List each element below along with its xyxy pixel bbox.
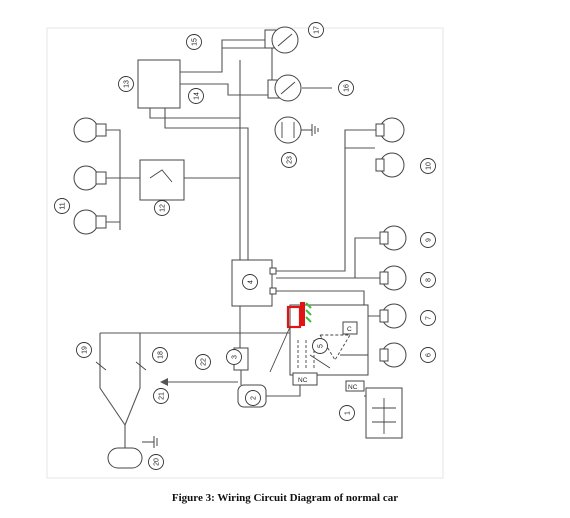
component-label-20: 20 — [148, 454, 164, 470]
wire-to-lamp-7 — [276, 290, 382, 317]
arrow-head — [160, 378, 168, 386]
component-label-18: 18 — [152, 347, 168, 363]
wire-to-lamp-10 — [276, 147, 375, 272]
component-label-15: 15 — [186, 34, 202, 50]
wire-to-horn-bottom — [180, 83, 268, 96]
highlight-green — [305, 302, 312, 323]
component-label-12: 12 — [154, 200, 170, 216]
component-label-2: 2 — [245, 390, 261, 406]
svg-text:18: 18 — [158, 351, 165, 359]
component-label-16: 16 — [338, 80, 354, 96]
component-label-9: 9 — [420, 232, 436, 248]
horn-17 — [264, 26, 299, 54]
svg-text:11: 11 — [60, 202, 67, 209]
component-label-10: 10 — [420, 158, 436, 174]
svg-text:20: 20 — [154, 458, 161, 466]
component-label-14: 14 — [188, 88, 204, 104]
component-label-23: 23 — [281, 152, 297, 168]
box-nc-left — [292, 372, 318, 386]
svg-text:23: 23 — [287, 156, 294, 164]
svg-text:4: 4 — [248, 280, 255, 284]
relay-box-top — [137, 59, 181, 109]
wire-left-lamps — [106, 129, 140, 230]
svg-text:5: 5 — [318, 344, 325, 348]
component-label-8: 8 — [420, 272, 436, 288]
lamp-6 — [379, 342, 407, 368]
svg-text:9: 9 — [426, 238, 433, 242]
svg-text:3: 3 — [232, 355, 239, 359]
sensor-probe — [269, 326, 291, 373]
component-label-5: 5 — [312, 338, 328, 354]
lamp-10 — [375, 117, 405, 178]
svg-text:7: 7 — [426, 316, 433, 320]
component-label-21: 21 — [153, 388, 169, 404]
wire-horn-link — [222, 47, 273, 88]
svg-text:21: 21 — [159, 392, 166, 400]
component-label-1: 1 — [339, 405, 355, 421]
switch-18-line — [124, 333, 141, 426]
svg-text:1: 1 — [345, 411, 352, 415]
lamp-7 — [379, 303, 407, 329]
component-label-17: 17 — [308, 22, 324, 38]
component-label-11: 11 — [54, 198, 70, 214]
lamp-cluster-11 — [73, 117, 107, 235]
switch-19-line — [99, 333, 126, 426]
svg-text:8: 8 — [426, 278, 433, 282]
svg-text:2: 2 — [251, 396, 258, 400]
component-label-13: 13 — [118, 76, 134, 92]
wire-to-lamp-9 — [276, 237, 382, 279]
component-label-19: 19 — [76, 342, 92, 358]
component-label-6: 6 — [420, 347, 436, 363]
svg-text:12: 12 — [160, 204, 167, 212]
label-nc-left: NC — [298, 377, 308, 384]
svg-text:19: 19 — [82, 346, 89, 354]
scan-frame — [46, 27, 444, 479]
horn-16 — [267, 74, 302, 102]
relay-links — [309, 354, 368, 369]
switch-12-contact — [149, 169, 173, 183]
svg-text:10: 10 — [426, 162, 433, 170]
svg-text:13: 13 — [124, 80, 131, 88]
svg-text:14: 14 — [194, 92, 201, 100]
lamp-8 — [379, 265, 407, 291]
lamp-9 — [379, 225, 407, 251]
svg-text:6: 6 — [426, 353, 433, 357]
component-label-22: 22 — [195, 354, 211, 370]
figure-caption: Figure 3: Wiring Circuit Diagram of norm… — [171, 492, 399, 504]
highlight-red-bar — [300, 302, 305, 326]
label-c: C — [347, 326, 352, 333]
label-nc-right: NC — [348, 384, 358, 391]
switch-12 — [139, 159, 185, 201]
wire-relay-to-box — [149, 108, 241, 260]
svg-text:16: 16 — [344, 84, 351, 92]
box-nc-right — [345, 380, 365, 392]
component-label-7: 7 — [420, 310, 436, 326]
switch-contacts — [95, 361, 147, 371]
component-label-4: 4 — [242, 274, 258, 290]
svg-text:17: 17 — [314, 26, 321, 34]
box-c — [342, 321, 358, 335]
wire-to-horn-top — [180, 39, 265, 73]
component-label-3: 3 — [226, 349, 242, 365]
wire-relay-to-box-2 — [164, 108, 249, 260]
wire-to-lamp-10b — [344, 129, 380, 148]
wire-motor-relay — [266, 385, 301, 397]
battery-cells — [372, 398, 396, 434]
wiring-lines — [73, 26, 407, 469]
component-20 — [107, 447, 143, 469]
svg-text:22: 22 — [201, 358, 208, 366]
lamp-23 — [274, 116, 319, 144]
svg-text:15: 15 — [192, 38, 199, 46]
